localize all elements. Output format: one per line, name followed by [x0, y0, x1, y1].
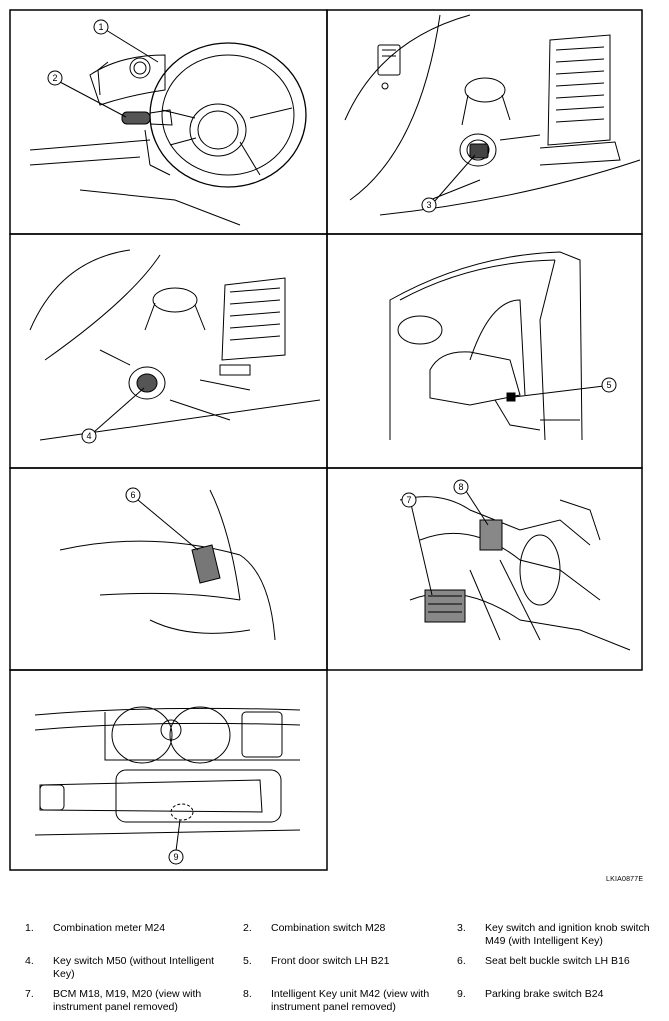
callout-6: [125, 487, 199, 551]
front-door-drawing: [389, 251, 583, 441]
legend-text: Key switch and ignition knob switch M49 …: [485, 922, 650, 947]
callout-1: [93, 19, 159, 63]
legend-num: 1.: [25, 922, 34, 934]
callout-label-2: 2: [52, 73, 57, 83]
legend-text: BCM M18, M19, M20 (view with instrument …: [53, 988, 202, 1013]
parking-brake-drawing: [34, 706, 301, 836]
callout-label-6: 6: [130, 490, 135, 500]
legend-num: 7.: [25, 988, 34, 1000]
callout-label-4: 4: [86, 431, 91, 441]
ignition-knob-drawing: [344, 14, 641, 216]
callout-3: [421, 154, 476, 213]
callout-label-5: 5: [606, 380, 611, 390]
legend-text: Parking brake switch B24: [485, 988, 604, 1000]
legend: 1. Combination meter M24 2. Combination …: [0, 918, 669, 1018]
callout-label-1: 1: [98, 22, 103, 32]
steering-wheel-drawing: [29, 42, 307, 226]
callout-7: [401, 492, 433, 596]
legend-text: Intelligent Key unit M42 (view with inst…: [271, 988, 430, 1013]
callout-5: [513, 377, 617, 398]
legend-text: Key switch M50 (without Intelligent Key): [53, 955, 215, 980]
callout-label-3: 3: [426, 200, 431, 210]
callout-8: [453, 479, 489, 526]
callout-label-8: 8: [458, 482, 463, 492]
legend-num: 4.: [25, 955, 34, 967]
key-switch-drawing: [29, 249, 321, 441]
figure-id: LKIA0877E: [606, 876, 644, 883]
bcm-drawing: [399, 496, 631, 651]
legend-text: Combination meter M24: [53, 922, 166, 934]
legend-text: Front door switch LH B21: [271, 955, 390, 967]
legend-num: 3.: [457, 922, 466, 934]
callout-2: [47, 70, 127, 118]
component-location-figure: 1 2 3 4 5 6 7 8 9: [9, 9, 643, 871]
legend-num: 2.: [243, 922, 252, 934]
callout-9: [168, 819, 184, 865]
panel-frames: [9, 9, 643, 871]
callout-label-7: 7: [406, 495, 411, 505]
callout-label-9: 9: [173, 852, 178, 862]
legend-num: 8.: [243, 988, 252, 1000]
legend-num: 6.: [457, 955, 466, 967]
legend-text: Combination switch M28: [271, 922, 386, 934]
legend-text: Seat belt buckle switch LH B16: [485, 955, 630, 967]
callout-4: [81, 387, 145, 444]
seat-belt-buckle-drawing: [59, 489, 276, 641]
legend-num: 9.: [457, 988, 466, 1000]
legend-num: 5.: [243, 955, 252, 967]
